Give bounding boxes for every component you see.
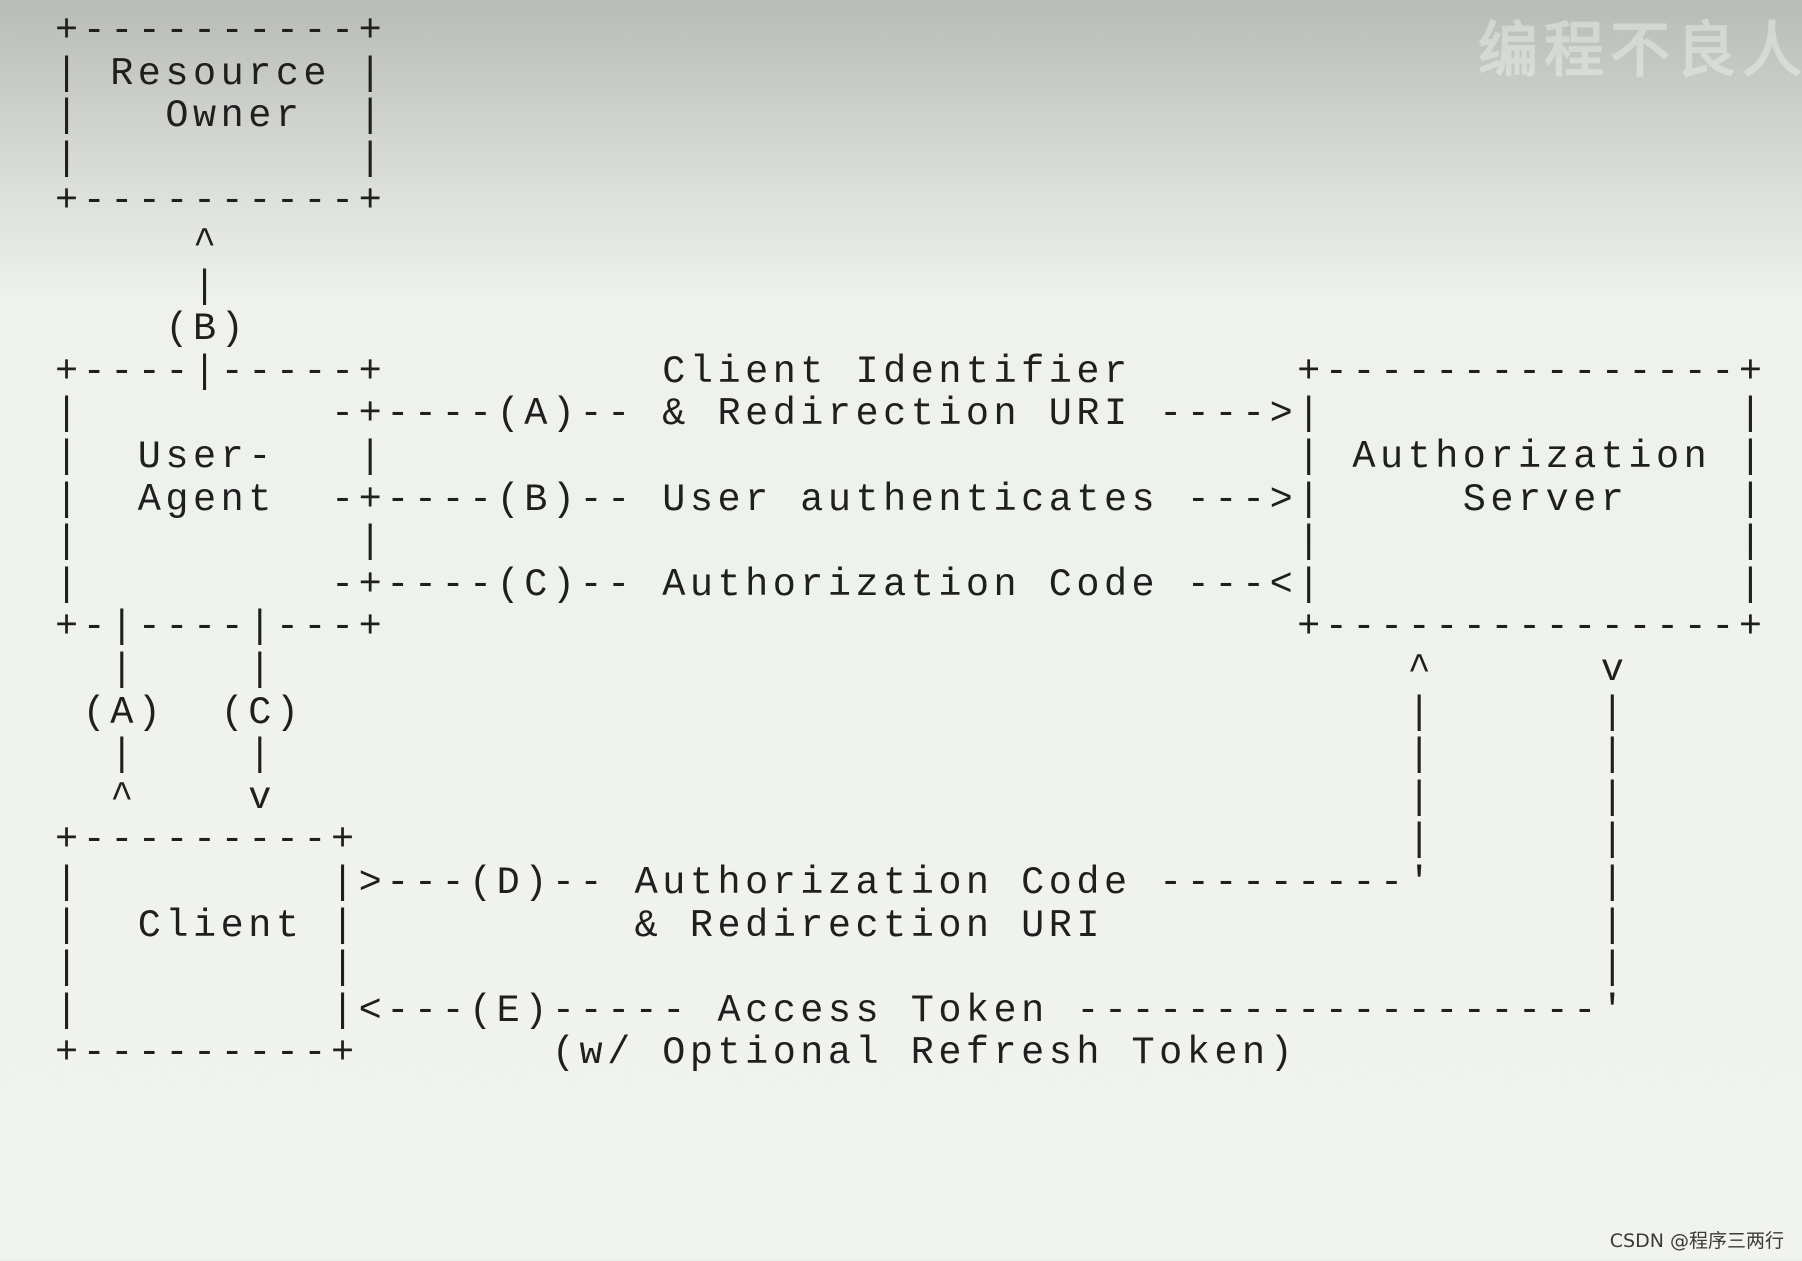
diagram-row: (B) bbox=[55, 307, 249, 352]
diagram-row: | -+----(A)-- & Redirection URI ---->| | bbox=[55, 392, 1767, 437]
diagram-row: | | bbox=[55, 136, 387, 181]
diagram-row: +---------+ (w/ Optional Refresh Token) bbox=[55, 1031, 1298, 1076]
diagram-row: | | | | bbox=[55, 733, 1629, 778]
diagram-row: +-|----|---+ +---------------+ bbox=[55, 605, 1767, 650]
diagram-row: +----|-----+ Client Identifier +--------… bbox=[55, 349, 1767, 394]
diagram-row: +----------+ bbox=[55, 179, 387, 224]
diagram-row: | bbox=[55, 264, 221, 309]
author-credit: CSDN @程序三两行 bbox=[1609, 1230, 1784, 1252]
diagram-row: | Owner | bbox=[55, 94, 387, 139]
diagram-row: | Agent -+----(B)-- User authenticates -… bbox=[55, 477, 1767, 522]
diagram-row: | | | | bbox=[55, 520, 1767, 565]
diagram-row: +---------+ | | bbox=[55, 818, 1629, 863]
diagram-row: | Resource | bbox=[55, 51, 387, 96]
diagram-row: | |>---(D)-- Authorization Code --------… bbox=[55, 861, 1629, 905]
diagram-row: | |<---(E)----- Access Token -----------… bbox=[55, 988, 1629, 1033]
diagram-row: (A) (C) | | bbox=[55, 690, 1629, 735]
watermark: 编程不良人 bbox=[1478, 16, 1802, 86]
diagram-row: +----------+ bbox=[55, 9, 387, 53]
diagram-row: | Client | & Redirection URI | bbox=[55, 903, 1629, 948]
diagram-row: | User- | | Authorization | bbox=[55, 435, 1767, 479]
diagram-row: | -+----(C)-- Authorization Code ---<| | bbox=[55, 562, 1767, 607]
diagram-row: ^ v | | bbox=[55, 775, 1629, 820]
diagram-row: ^ bbox=[55, 222, 221, 266]
diagram-row: | | ^ v bbox=[55, 648, 1629, 692]
diagram-row: | | | bbox=[55, 946, 1629, 991]
